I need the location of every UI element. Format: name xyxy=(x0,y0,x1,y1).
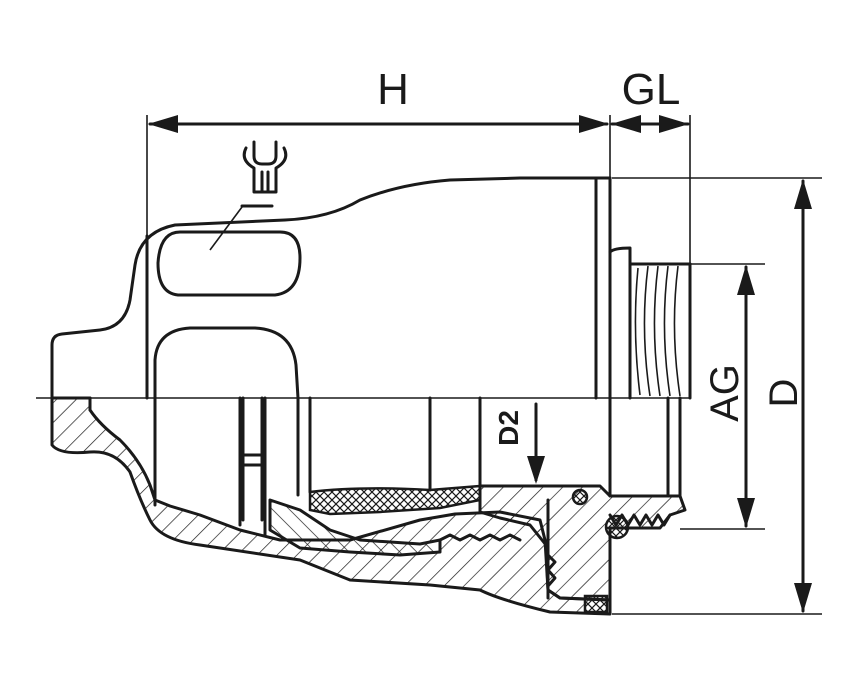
dimension-label-ag: AG xyxy=(703,364,747,422)
dimension-d2: D2 xyxy=(493,402,545,484)
wrench-icon xyxy=(242,140,288,194)
dimension-label-gl: GL xyxy=(622,65,681,114)
dimension-gl: GL xyxy=(610,65,691,265)
dimension-h: H xyxy=(146,65,611,395)
gland-section-view xyxy=(50,396,687,616)
dimension-label-d: D xyxy=(762,379,806,408)
o-ring-small xyxy=(571,488,589,506)
seal-ring xyxy=(583,594,609,614)
gland-exterior-view xyxy=(50,176,692,400)
o-ring xyxy=(604,514,630,540)
dimension-ag: AG xyxy=(660,263,765,530)
dimension-d: D xyxy=(612,177,822,615)
dimension-label-h: H xyxy=(377,65,409,114)
dimension-label-d2: D2 xyxy=(493,410,524,446)
